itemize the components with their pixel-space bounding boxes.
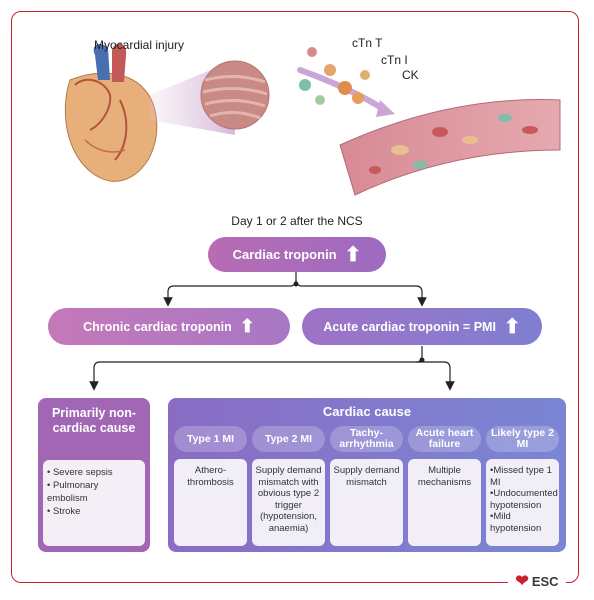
- column-body: Athero- thrombosis: [174, 459, 247, 546]
- list-item: •Undocumented hypotension: [490, 488, 558, 511]
- acute-troponin-label: Acute cardiac troponin = PMI: [323, 319, 496, 334]
- column-header: Type 1 MI: [174, 426, 247, 452]
- non-cardiac-cause-box: Primarily non-cardiac cause • Severe sep…: [38, 398, 150, 552]
- column-header: Type 2 MI: [252, 426, 325, 452]
- list-item: •Missed type 1 MI: [490, 465, 552, 488]
- list-item: • Severe sepsis: [47, 467, 113, 478]
- biomarker-particles: [299, 47, 370, 105]
- timing-label: Day 1 or 2 after the NCS: [231, 214, 363, 228]
- column-header: Tachy- arrhythmia: [330, 426, 403, 452]
- esc-logo: ❤ ESC: [508, 570, 566, 592]
- column-acute-heart-failure: Acute heart failure Multiple mechanisms: [408, 426, 481, 546]
- column-body: •Missed type 1 MI •Undocumented hypotens…: [486, 459, 559, 546]
- column-type2-mi: Type 2 MI Supply demand mismatch with ob…: [252, 426, 325, 546]
- column-likely-type2-mi: Likely type 2 MI •Missed type 1 MI •Undo…: [486, 426, 559, 546]
- myocardial-illustration: [64, 43, 561, 196]
- marker-ctni-label: cTn I: [381, 53, 408, 67]
- arrow-up-icon: ⬆: [239, 316, 255, 336]
- frame-border: [11, 11, 579, 583]
- list-item: • Stroke: [47, 506, 81, 517]
- column-header: Acute heart failure: [408, 426, 481, 452]
- arrow-up-icon: ⬆: [344, 244, 362, 266]
- marker-ck-label: CK: [402, 68, 419, 82]
- arrow-up-icon: ⬆: [503, 316, 521, 338]
- cardiac-troponin-label: Cardiac troponin: [232, 247, 337, 262]
- heart-icon: [64, 43, 158, 182]
- chronic-troponin-pill: Chronic cardiac troponin ⬆: [48, 308, 290, 345]
- non-cardiac-title: Primarily non-cardiac cause: [51, 406, 137, 435]
- column-header: Likely type 2 MI: [486, 426, 559, 452]
- column-body: Multiple mechanisms: [408, 459, 481, 546]
- column-body: Supply demand mismatch with obvious type…: [252, 459, 325, 546]
- marker-ctnt-label: cTn T: [352, 36, 383, 50]
- non-cardiac-list: • Severe sepsis • Pulmonary embolism • S…: [43, 460, 145, 546]
- column-tachyarrhythmia: Tachy- arrhythmia Supply demand mismatch: [330, 426, 403, 546]
- injury-label: Myocardial injury: [94, 38, 185, 52]
- column-type1-mi: Type 1 MI Athero- thrombosis: [174, 426, 247, 546]
- column-body: Supply demand mismatch: [330, 459, 403, 546]
- list-item: •Mild hypotension: [490, 511, 542, 534]
- cardiac-cause-title: Cardiac cause: [322, 404, 412, 419]
- heart-logo-icon: ❤: [515, 573, 529, 590]
- acute-troponin-pill: Acute cardiac troponin = PMI ⬆: [302, 308, 542, 345]
- cardiac-cause-box: Cardiac cause Type 1 MI Athero- thrombos…: [168, 398, 566, 552]
- esc-logo-text: ESC: [531, 573, 559, 589]
- tissue-zoom-icon: [200, 60, 270, 130]
- blood-vessel-icon: [339, 99, 561, 196]
- cardiac-troponin-pill: Cardiac troponin ⬆: [208, 237, 386, 272]
- chronic-troponin-label: Chronic cardiac troponin: [83, 319, 232, 334]
- list-item: • Pulmonary embolism: [47, 480, 99, 504]
